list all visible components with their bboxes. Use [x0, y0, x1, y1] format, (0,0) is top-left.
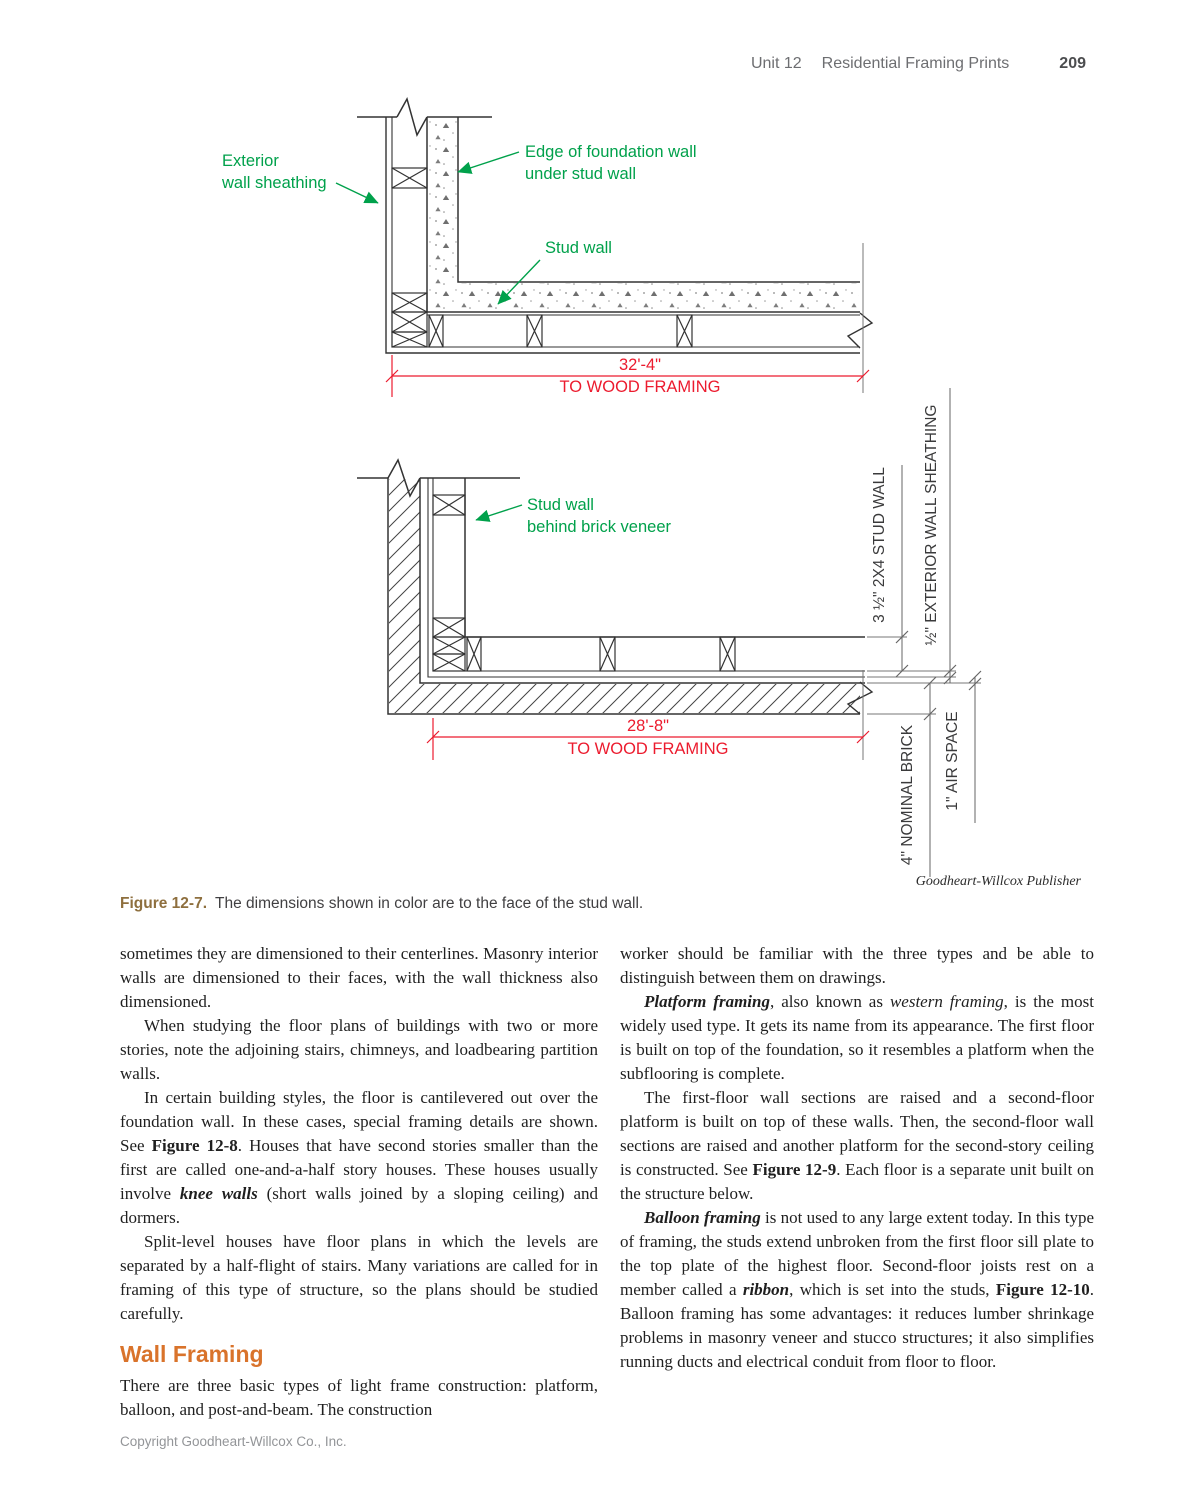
- break-symbol-top: [396, 97, 428, 137]
- foundation-concrete-fill: [428, 118, 859, 311]
- unit-label: Unit 12: [750, 55, 802, 72]
- figure-12-7-top-drawing: 32'-4" TO WOOD FRAMING Exterior wall she…: [221, 97, 874, 397]
- stud-inner-edge: [464, 478, 865, 638]
- paragraph: worker should be familiar with the three…: [620, 944, 1094, 987]
- label-stud-wall-line2: behind brick veneer: [527, 518, 672, 536]
- paragraph: When studying the floor plans of buildin…: [120, 1016, 598, 1083]
- label-foundation-edge-line2: under stud wall: [525, 165, 636, 183]
- dimension-note: TO WOOD FRAMING: [559, 378, 720, 396]
- label-stud-wall-line1: Stud wall: [527, 496, 594, 514]
- foundation-right-edge: [457, 117, 860, 283]
- break-symbol-right: [846, 681, 874, 715]
- chapter-title: Residential Framing Prints: [821, 55, 1010, 72]
- sheathing-outer-line: [427, 478, 865, 678]
- dim-label-sheathing: ½" EXTERIOR WALL SHEATHING: [923, 405, 940, 646]
- dim-label-brick: 4" NOMINAL BRICK: [899, 724, 916, 865]
- figure-caption: Figure 12-7. The dimensions shown in colo…: [120, 895, 1020, 913]
- paragraph: There are three basic types of light fra…: [120, 1376, 598, 1419]
- section-heading: Wall Framing: [120, 1341, 264, 1367]
- dim-label-stud-wall: 3 ½" 2X4 STUD WALL: [871, 467, 888, 623]
- stud-symbols: [391, 167, 693, 348]
- brick-veneer-fill: [389, 479, 860, 713]
- label-exterior-sheathing-line1: Exterior: [222, 152, 279, 170]
- paragraph: Platform framing, also known as western …: [620, 992, 1094, 1083]
- dimension-value: 28'-8": [627, 717, 669, 735]
- stud-symbols: [432, 494, 736, 672]
- break-symbol-top: [387, 458, 421, 498]
- paragraph: The first-floor wall sections are raised…: [620, 1088, 1095, 1203]
- figure-caption-text: The dimensions shown in color are to the…: [215, 895, 644, 912]
- left-column-paragraphs-after: There are three basic types of light fra…: [120, 1374, 598, 1422]
- leader-foundation-edge: [457, 151, 520, 174]
- dimension-line-28-8: [426, 718, 870, 760]
- dimension-value: 32'-4": [619, 356, 661, 374]
- paragraph: sometimes they are dimensioned to their …: [120, 944, 598, 1011]
- figure-caption-label: Figure 12-7.: [120, 895, 207, 912]
- dimension-line-32-4: [385, 355, 870, 397]
- side-dimension-lines: [895, 388, 982, 877]
- leader-exterior-sheathing: [335, 182, 379, 204]
- label-exterior-sheathing-line2: wall sheathing: [221, 174, 327, 192]
- label-stud-wall: Stud wall: [545, 239, 612, 257]
- break-symbol-right: [846, 312, 874, 349]
- wall-outline: [357, 458, 874, 715]
- leader-stud-wall: [497, 259, 541, 305]
- body-column-left: sometimes they are dimensioned to their …: [120, 942, 598, 1422]
- paragraph: In certain building styles, the floor is…: [120, 1088, 599, 1227]
- figure-12-7-bottom-drawing: 3 ½" 2X4 STUD WALL ½" EXTERIOR WALL SHEA…: [357, 388, 982, 877]
- paragraph: Split-level houses have floor plans in w…: [120, 1232, 598, 1323]
- sheathing-inner-line: [432, 478, 865, 672]
- label-foundation-edge-line1: Edge of foundation wall: [525, 143, 697, 161]
- copyright-footer: Copyright Goodheart-Willcox Co., Inc.: [120, 1434, 347, 1449]
- paragraph: Balloon framing is not used to any large…: [620, 1208, 1095, 1371]
- sheathing-outer-line: [385, 117, 860, 354]
- brick-outer-edge: [387, 478, 860, 715]
- dim-label-air-space: 1" AIR SPACE: [944, 711, 961, 810]
- extension-lines: [862, 636, 981, 760]
- body-column-right: worker should be familiar with the three…: [620, 942, 1094, 1374]
- left-column-paragraphs: sometimes they are dimensioned to their …: [120, 942, 598, 1326]
- brick-inner-edge: [419, 478, 865, 684]
- dimension-note: TO WOOD FRAMING: [567, 740, 728, 758]
- publisher-credit: Goodheart-Willcox Publisher: [915, 874, 1081, 889]
- leader-stud-wall: [475, 504, 523, 522]
- leader-lines: [335, 151, 541, 305]
- page-number: 209: [1059, 55, 1086, 72]
- running-head: Unit 12 Residential Framing Prints 209: [751, 55, 1086, 73]
